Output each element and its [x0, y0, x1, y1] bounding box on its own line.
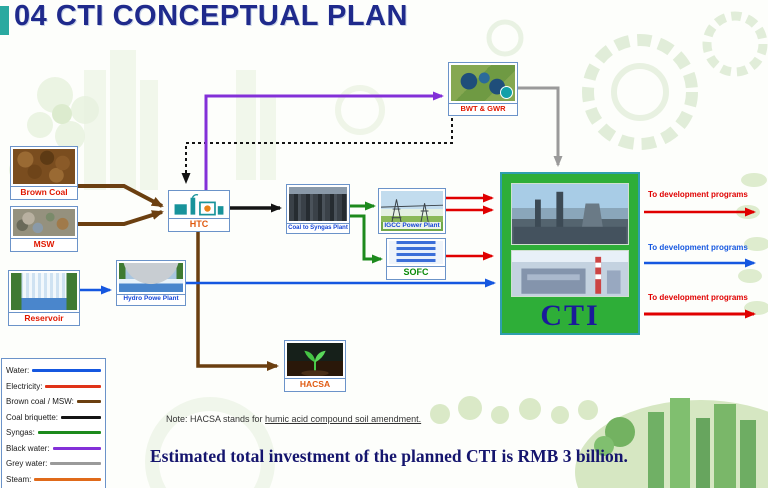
output-label-1: To development programs	[648, 190, 748, 199]
node-hacsa: HACSA	[284, 340, 346, 392]
bwt-gwr-label: BWT & GWR	[449, 103, 517, 115]
arrow-brown-coal-to-htc	[78, 184, 164, 208]
node-reservoir: Reservoir	[8, 270, 80, 326]
htc-plant-icon	[174, 194, 224, 216]
legend-row-steam: Steam:	[6, 472, 101, 488]
legend-label-grey-water: Grey water:	[6, 459, 48, 469]
arrow-bwt-to-htc-dashed	[181, 118, 453, 184]
node-coal-to-syngas-plant: Coal to Syngas Plant	[286, 184, 350, 234]
legend-swatch-syngas	[37, 431, 101, 435]
node-htc: HTC	[168, 190, 230, 232]
brown-coal-image	[13, 149, 75, 185]
output-label-3: To development programs	[648, 293, 748, 302]
hacsa-label: HACSA	[285, 378, 345, 391]
legend-swatch-grey-water	[50, 462, 101, 466]
hacsa-note: Note: HACSA stands for humic acid compou…	[166, 414, 421, 424]
investment-statement: Estimated total investment of the planne…	[150, 446, 628, 466]
legend-row-syngas: Syngas:	[6, 425, 101, 441]
node-cti: CTI	[500, 172, 640, 335]
power-pylon-icon	[381, 199, 443, 229]
legend-row-brown-coal-msw: Brown coal / MSW:	[6, 394, 101, 410]
legend-swatch-steam	[34, 477, 101, 481]
node-bwt-gwr: BWT & GWR	[448, 62, 518, 116]
igcc-image: IGCC Power Plant	[381, 191, 443, 231]
legend-row-grey-water: Grey water:	[6, 456, 101, 472]
node-sofc: SOFC	[386, 238, 446, 280]
legend-swatch-coal-briquette	[61, 415, 101, 419]
sofc-image	[389, 241, 443, 264]
legend-label-electricity: Electricity:	[6, 381, 43, 391]
title-accent-bar	[0, 6, 9, 35]
sofc-label: SOFC	[387, 265, 445, 279]
node-msw: MSW	[10, 206, 78, 252]
arrow-syngas-to-sofc	[350, 214, 383, 264]
coal-to-syngas-label: Coal to Syngas Plant	[287, 222, 349, 233]
arrow-msw-to-htc	[78, 210, 164, 226]
page-title: 04 CTI CONCEPTUAL PLAN	[14, 0, 408, 32]
arrow-bwt-to-cti-greywater	[518, 86, 563, 167]
hacsa-image	[287, 343, 343, 377]
legend-label-brown-coal-msw: Brown coal / MSW:	[6, 397, 74, 407]
legend-label-syngas: Syngas:	[6, 428, 35, 438]
legend-row-water: Water:	[6, 363, 101, 379]
power-plant-buildings	[521, 257, 621, 295]
brown-coal-label: Brown Coal	[11, 186, 77, 199]
reservoir-image	[11, 273, 77, 311]
legend-label-water: Water:	[6, 366, 30, 376]
seedling-icon	[301, 350, 329, 377]
output-label-2: To development programs	[648, 243, 748, 252]
htc-image	[171, 193, 227, 216]
cti-photo-bottom	[511, 250, 629, 297]
bwt-gwr-image	[451, 65, 515, 102]
legend-label-black-water: Black water:	[6, 443, 50, 453]
legend-swatch-electricity	[45, 384, 101, 388]
msw-image	[13, 209, 75, 237]
node-igcc-power-plant: IGCC Power Plant	[378, 188, 446, 234]
hydro-power-image	[119, 263, 183, 293]
legend-row-coal-briquette: Coal briquette:	[6, 410, 101, 426]
note-underlined: humic acid compound soil amendment.	[265, 414, 422, 424]
legend-row-electricity: Electricity:	[6, 379, 101, 395]
hydro-power-label: Hydro Powe Plant	[117, 294, 185, 305]
node-brown-coal: Brown Coal	[10, 146, 78, 200]
note-prefix: Note: HACSA stands for	[166, 414, 266, 424]
htc-label: HTC	[169, 217, 229, 231]
legend-label-coal-briquette: Coal briquette:	[6, 412, 59, 422]
legend-swatch-water	[32, 369, 101, 373]
legend: Water: Electricity: Brown coal / MSW: Co…	[1, 358, 106, 488]
reservoir-label: Reservoir	[9, 312, 79, 325]
industrial-plant-silhouette	[513, 191, 627, 245]
msw-label: MSW	[11, 238, 77, 251]
coal-to-syngas-image	[289, 187, 347, 221]
legend-swatch-black-water	[52, 446, 101, 450]
cti-label: CTI	[540, 299, 600, 332]
legend-label-steam: Steam:	[6, 474, 32, 484]
legend-swatch-brown-coal-msw	[76, 400, 101, 404]
igcc-label: IGCC Power Plant	[383, 222, 441, 229]
recycle-badge-icon	[500, 86, 513, 100]
node-hydro-power-plant: Hydro Powe Plant	[116, 260, 186, 306]
arrow-htc-to-hacsa	[196, 232, 279, 371]
arrow-htc-to-bwt-blackwater	[204, 91, 444, 190]
cti-photo-top	[511, 183, 629, 246]
legend-row-black-water: Black water:	[6, 441, 101, 457]
